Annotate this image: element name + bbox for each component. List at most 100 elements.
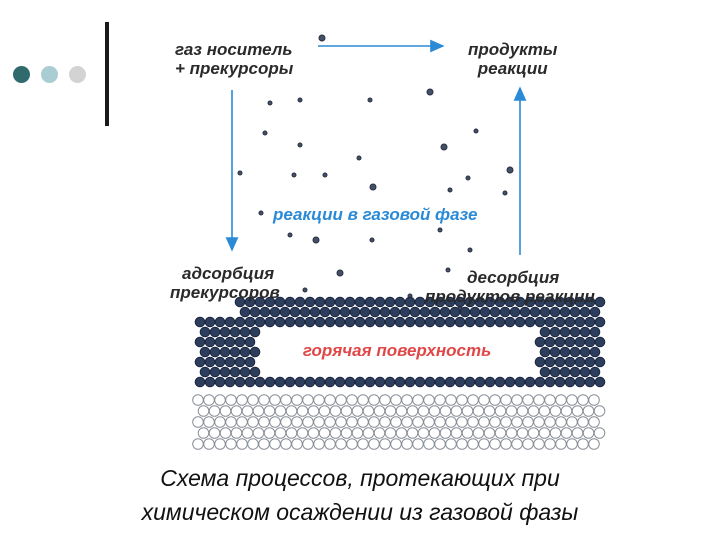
deposit-atom bbox=[304, 376, 316, 388]
substrate-atom bbox=[560, 427, 573, 439]
gas-molecule bbox=[465, 175, 471, 181]
deposit-atom bbox=[374, 376, 386, 388]
substrate-atom bbox=[577, 394, 589, 406]
products-label: продукты реакции bbox=[468, 40, 557, 78]
substrate-atom bbox=[241, 405, 254, 417]
deposit-atom bbox=[424, 316, 436, 328]
deposit-atom bbox=[354, 316, 366, 328]
gas-molecule bbox=[440, 143, 448, 151]
deposit-atom bbox=[284, 376, 296, 388]
deposit-atom bbox=[414, 296, 426, 308]
substrate-atom bbox=[324, 394, 336, 406]
substrate-atom bbox=[478, 394, 490, 406]
deposit-atom bbox=[514, 376, 526, 388]
substrate-atom bbox=[225, 394, 237, 406]
substrate-atom bbox=[533, 416, 545, 428]
deposit-atom bbox=[319, 306, 331, 318]
deposit-atom bbox=[504, 316, 516, 328]
decor-vertical-bar bbox=[105, 22, 109, 126]
deposit-atom bbox=[294, 316, 306, 328]
deposit-atom bbox=[304, 316, 316, 328]
deposit-atom bbox=[394, 376, 406, 388]
substrate-atom bbox=[203, 416, 215, 428]
deposit-atom bbox=[234, 356, 246, 368]
substrate-atom bbox=[214, 394, 226, 406]
substrate-atom bbox=[533, 438, 545, 450]
deposit-atom bbox=[454, 376, 466, 388]
substrate-atom bbox=[214, 416, 226, 428]
deposit-atom bbox=[549, 366, 561, 378]
deposit-atom bbox=[579, 346, 591, 358]
deposit-atom bbox=[574, 356, 586, 368]
substrate-atom bbox=[384, 405, 397, 417]
deposit-atom bbox=[574, 336, 586, 348]
substrate-atom bbox=[456, 438, 468, 450]
deposit-atom bbox=[559, 366, 571, 378]
gas-molecule bbox=[369, 237, 375, 243]
substrate-atom bbox=[428, 427, 441, 439]
deposit-atom bbox=[534, 316, 546, 328]
substrate-atom bbox=[467, 394, 479, 406]
gas-molecule bbox=[336, 269, 344, 277]
substrate-atom bbox=[593, 405, 606, 417]
substrate-atom bbox=[357, 416, 369, 428]
substrate-atom bbox=[582, 405, 595, 417]
substrate-atom bbox=[335, 438, 347, 450]
substrate-atom bbox=[230, 427, 243, 439]
substrate-atom bbox=[423, 416, 435, 428]
substrate-atom bbox=[252, 427, 265, 439]
deposit-atom bbox=[454, 316, 466, 328]
deposit-atom bbox=[589, 366, 601, 378]
substrate-atom bbox=[258, 438, 270, 450]
substrate-atom bbox=[439, 427, 452, 439]
substrate-atom bbox=[302, 438, 314, 450]
deposit-atom bbox=[404, 296, 416, 308]
substrate-atom bbox=[236, 416, 248, 428]
deposit-atom bbox=[354, 296, 366, 308]
deposit-atom bbox=[249, 346, 261, 358]
substrate-atom bbox=[318, 427, 331, 439]
deposit-atom bbox=[534, 336, 546, 348]
deposit-atom bbox=[314, 376, 326, 388]
substrate-atom bbox=[445, 438, 457, 450]
deposit-atom bbox=[224, 336, 236, 348]
deposit-atom bbox=[214, 316, 226, 328]
deposit-atom bbox=[209, 326, 221, 338]
substrate-atom bbox=[593, 427, 606, 439]
substrate-atom bbox=[467, 416, 479, 428]
deposit-atom bbox=[544, 356, 556, 368]
substrate-atom bbox=[445, 394, 457, 406]
substrate-atom bbox=[461, 427, 474, 439]
deposit-atom bbox=[569, 346, 581, 358]
substrate-atom bbox=[472, 405, 485, 417]
deposit-atom bbox=[524, 376, 536, 388]
desorption-line1: десорбция bbox=[467, 268, 560, 287]
deposit-atom bbox=[199, 366, 211, 378]
deposit-atom bbox=[549, 306, 561, 318]
substrate-atom bbox=[219, 405, 232, 417]
deposit-atom bbox=[594, 376, 606, 388]
deposit-atom bbox=[594, 296, 606, 308]
gas-molecule bbox=[267, 100, 273, 106]
substrate-atom bbox=[478, 438, 490, 450]
substrate-atom bbox=[571, 427, 584, 439]
deposit-atom bbox=[534, 376, 546, 388]
deposit-atom bbox=[384, 296, 396, 308]
deposit-atom bbox=[239, 366, 251, 378]
deposit-atom bbox=[249, 326, 261, 338]
substrate-atom bbox=[225, 438, 237, 450]
deposit-atom bbox=[254, 316, 266, 328]
deposit-atom bbox=[444, 376, 456, 388]
substrate-atom bbox=[324, 438, 336, 450]
deposit-atom bbox=[224, 356, 236, 368]
substrate-atom bbox=[533, 394, 545, 406]
substrate-atom bbox=[225, 416, 237, 428]
substrate-layer bbox=[192, 394, 606, 450]
deposit-atom bbox=[219, 366, 231, 378]
gas-molecule bbox=[467, 247, 473, 253]
substrate-atom bbox=[346, 438, 358, 450]
substrate-atom bbox=[555, 416, 567, 428]
substrate-atom bbox=[390, 394, 402, 406]
deposit-atom bbox=[224, 376, 236, 388]
